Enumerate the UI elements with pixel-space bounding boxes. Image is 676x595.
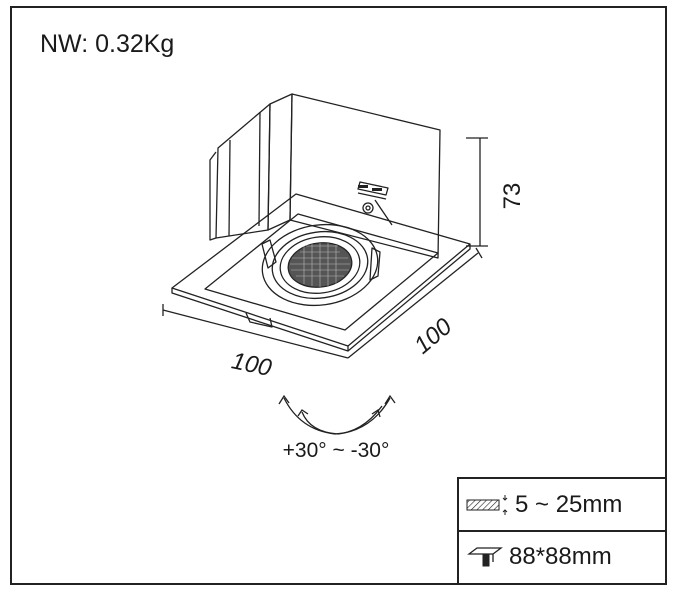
depth-dim-line [347,252,479,359]
spec-table: 5 ~ 25mm 88*88mm [457,477,665,583]
lamp-ring-outer [261,223,379,307]
housing-left-side [267,93,293,231]
width-dim-line [162,309,349,359]
net-weight-label: NW: 0.32Kg [40,30,175,58]
trim-plate-inner [204,213,439,331]
tilt-range-label: +30° ~ -30° [283,439,390,462]
width-dimension-value: 100 [229,347,274,382]
ceiling-thickness-icon [465,493,511,517]
cutout-icon [465,544,505,570]
tilt-arrowheads [278,394,396,418]
cutout-value: 88*88mm [509,542,612,570]
height-dimension-value: 73 [499,183,526,210]
bottom-clip [245,312,273,328]
drawing-frame [10,6,667,585]
lamp-reflector [287,242,353,288]
spec-row-cutout: 88*88mm [459,531,665,582]
ceiling-thickness-value: 5 ~ 25mm [515,490,623,518]
spec-row-ceiling: 5 ~ 25mm [459,479,665,532]
clip-label [358,185,382,191]
depth-dimension-value: 100 [409,313,458,360]
